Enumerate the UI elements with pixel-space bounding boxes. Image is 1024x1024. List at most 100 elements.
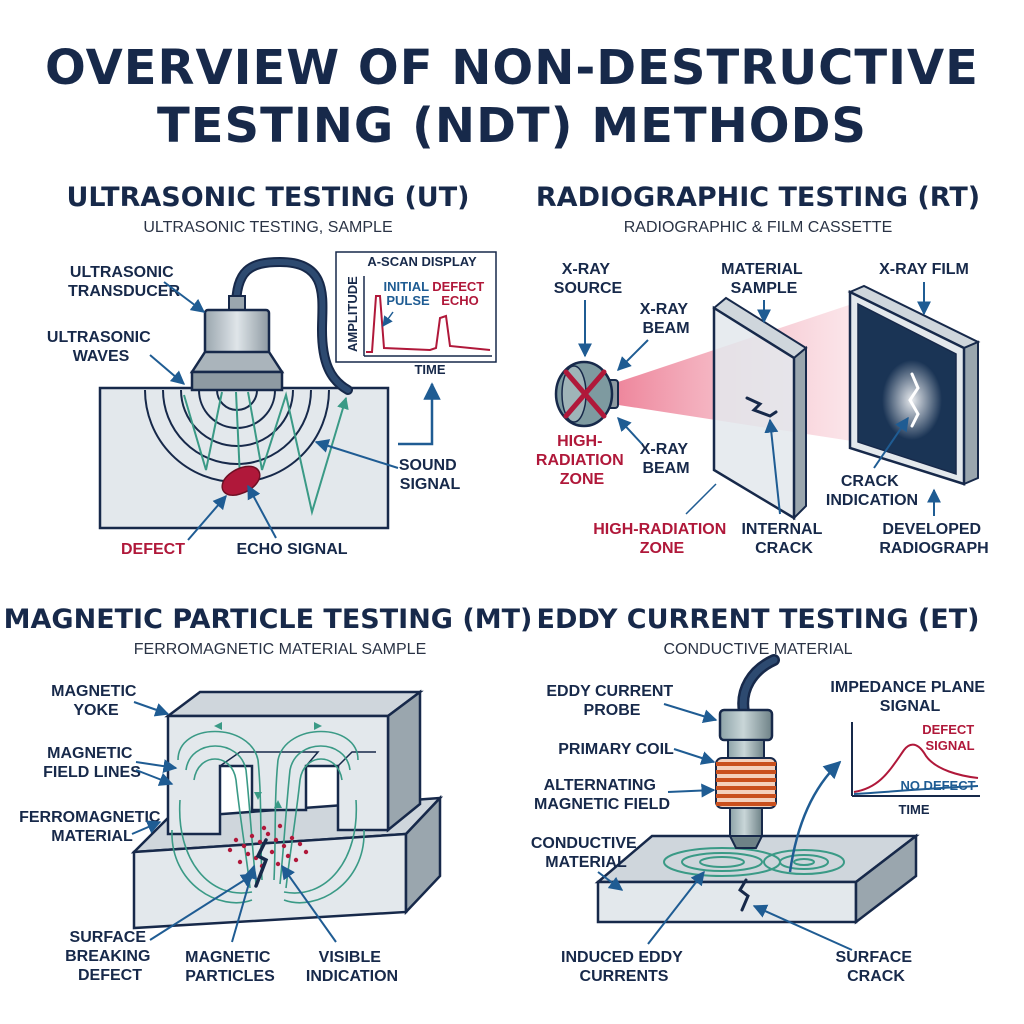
mt-heading: MAGNETIC PARTICLE TESTING (MT) bbox=[4, 604, 533, 635]
mt-visible-label-2: INDICATION bbox=[306, 968, 398, 985]
et-no-defect-label: NO DEFECT bbox=[900, 778, 975, 793]
rt-crack-indication-label-2: INDICATION bbox=[826, 492, 918, 509]
mt-surface-defect bbox=[254, 838, 269, 888]
svg-text:DEFECT SIGNAL: DEFECT SIGNAL bbox=[922, 722, 978, 753]
rt-high-radiation-center-1: HIGH-RADIATION bbox=[593, 521, 726, 538]
mt-visible-label-1: VISIBLE bbox=[319, 949, 382, 966]
svg-text:HIGH-RADIATION ZONE: HIGH-RADIATION ZONE bbox=[593, 521, 730, 557]
rt-source-label-2: SOURCE bbox=[554, 280, 623, 297]
et-subtitle: CONDUCTIVE MATERIAL bbox=[663, 641, 852, 658]
svg-text:X-RAY BEAM: X-RAY BEAM bbox=[640, 441, 692, 477]
et-probe-label-2: PROBE bbox=[584, 702, 641, 719]
et-time-label: TIME bbox=[898, 802, 929, 817]
mt-particles-label-2: PARTICLES bbox=[185, 968, 275, 985]
ut-sound-signal-label-1: SOUND bbox=[399, 457, 457, 474]
mt-field-lines-label-2: FIELD LINES bbox=[43, 764, 141, 781]
rt-high-radiation-left-2: RADIATION bbox=[536, 452, 624, 469]
mt-ferro-label-2: MATERIAL bbox=[51, 828, 133, 845]
ut-initial-pulse-label-2: PULSE bbox=[386, 293, 430, 308]
et-defect-signal-curve bbox=[853, 743, 979, 793]
ut-ascan-trace bbox=[366, 295, 491, 353]
svg-text:CRACK INDICATION: CRACK INDICATION bbox=[826, 473, 918, 509]
et-defect-signal-label-2: SIGNAL bbox=[925, 738, 974, 753]
svg-text:DEFECT ECHO: DEFECT ECHO bbox=[432, 279, 488, 308]
svg-text:FERROMAGNETIC MATERIAL: FERROMAGNETIC MATERIAL bbox=[19, 809, 165, 845]
et-induced-label-1: INDUCED EDDY bbox=[561, 949, 683, 966]
rt-high-radiation-center-2: ZONE bbox=[640, 540, 685, 557]
ut-ascan-title: A-SCAN DISPLAY bbox=[367, 254, 477, 269]
rt-material-label-1: MATERIAL bbox=[721, 261, 803, 278]
rt-film-cassette bbox=[847, 284, 981, 486]
svg-text:MAGNETIC YOKE: MAGNETIC YOKE bbox=[51, 683, 141, 719]
et-eddy-currents bbox=[663, 847, 845, 877]
mt-yoke-label-1: MAGNETIC bbox=[51, 683, 137, 700]
svg-text:INTERNAL CRACK: INTERNAL CRACK bbox=[741, 521, 826, 557]
svg-text:MAGNETIC PARTICLES: MAGNETIC PARTICLES bbox=[185, 949, 275, 985]
et-induced-label-2: CURRENTS bbox=[580, 968, 669, 985]
ut-ascan-ylabel: AMPLITUDE bbox=[345, 276, 360, 352]
et-plot-title-1: IMPEDANCE PLANE bbox=[830, 679, 985, 696]
ut-transducer-label-1: ULTRASONIC bbox=[70, 264, 174, 281]
rt-crack-indication bbox=[908, 372, 920, 428]
mt-yoke-label-2: YOKE bbox=[73, 702, 119, 719]
ut-transducer bbox=[189, 295, 285, 392]
mt-field-lines bbox=[171, 730, 365, 904]
ut-defect-echo-label-2: ECHO bbox=[441, 293, 479, 308]
mt-field-lines-label-1: MAGNETIC bbox=[47, 745, 133, 762]
ut-defect-echo-label-1: DEFECT bbox=[432, 279, 484, 294]
ut-waves-label-2: WAVES bbox=[73, 348, 130, 365]
et-probe-label-1: EDDY CURRENT bbox=[546, 683, 673, 700]
mt-particles-label-1: MAGNETIC bbox=[185, 949, 271, 966]
mt-ferromagnetic-plate bbox=[130, 794, 444, 930]
rt-panel: RADIOGRAPHIC TESTING (RT) RADIOGRAPHIC &… bbox=[536, 182, 989, 557]
rt-subtitle: RADIOGRAPHIC & FILM CASSETTE bbox=[624, 219, 892, 236]
mt-subtitle: FERROMAGNETIC MATERIAL SAMPLE bbox=[134, 641, 426, 658]
mt-ferro-label-1: FERROMAGNETIC bbox=[19, 809, 161, 826]
svg-text:X-RAY BEAM: X-RAY BEAM bbox=[640, 301, 692, 337]
ut-ascan-display: A-SCAN DISPLAY AMPLITUDE TIME INITIAL PU… bbox=[335, 251, 497, 377]
rt-beam-top-label-2: BEAM bbox=[642, 320, 689, 337]
et-heading: EDDY CURRENT TESTING (ET) bbox=[537, 604, 980, 635]
ut-sound-signal-label-2: SIGNAL bbox=[400, 476, 461, 493]
svg-text:ULTRASONIC TRANSDUCER: ULTRASONIC TRANSDUCER bbox=[68, 264, 180, 300]
page-title-line-2: TESTING (NDT) METHODS bbox=[156, 98, 867, 154]
rt-developed-label-2: RADIOGRAPH bbox=[879, 540, 988, 557]
svg-text:SURFACE BREAKING D: SURFACE BREAKING DEFECT bbox=[65, 929, 155, 984]
ut-echo-signal-label: ECHO SIGNAL bbox=[236, 541, 347, 558]
mt-magnetic-yoke bbox=[164, 689, 424, 836]
rt-beam-top-label-1: X-RAY bbox=[640, 301, 689, 318]
et-impedance-plot: IMPEDANCE PLANE SIGNAL DEFECT SIGNAL NO … bbox=[830, 679, 989, 817]
svg-text:CONDUCTIVE MATERIAL: CONDUCTIVE MATERIAL bbox=[531, 835, 641, 871]
mt-surface-defect-label-3: DEFECT bbox=[78, 967, 142, 984]
svg-text:IMPEDANCE PLANE SIGNAL: IMPEDANCE PLANE SIGNAL bbox=[830, 679, 989, 715]
et-panel: EDDY CURRENT TESTING (ET) CONDUCTIVE MAT… bbox=[531, 604, 989, 985]
svg-text:MATERIAL SAMPLE: MATERIAL SAMPLE bbox=[721, 261, 807, 297]
mt-surface-defect-label-2: BREAKING bbox=[65, 948, 150, 965]
ut-transducer-label-2: TRANSDUCER bbox=[68, 283, 180, 300]
ut-sound-paths bbox=[183, 391, 349, 516]
rt-source-label-1: X-RAY bbox=[562, 261, 611, 278]
et-crack-label-1: SURFACE bbox=[836, 949, 913, 966]
ut-waves-label-1: ULTRASONIC bbox=[47, 329, 151, 346]
rt-beam-bottom-label-1: X-RAY bbox=[640, 441, 689, 458]
et-field-label-1: ALTERNATING bbox=[544, 777, 656, 794]
et-plot-title-2: SIGNAL bbox=[880, 698, 941, 715]
ut-initial-pulse-label-1: INITIAL bbox=[384, 279, 430, 294]
svg-text:VISIBLE INDICATION: VISIBLE INDICATION bbox=[306, 949, 398, 985]
rt-material-label-2: SAMPLE bbox=[731, 280, 798, 297]
svg-text:EDDY CURRENT PROBE: EDDY CURRENT PROBE bbox=[546, 683, 677, 719]
ut-defect-label: DEFECT bbox=[121, 541, 185, 558]
mt-surface-defect-label-1: SURFACE bbox=[70, 929, 147, 946]
ut-subtitle: ULTRASONIC TESTING, SAMPLE bbox=[143, 219, 392, 236]
rt-internal-crack bbox=[745, 396, 778, 418]
rt-film-label: X-RAY FILM bbox=[879, 261, 969, 278]
svg-text:HIGH- RADIATION ZO: HIGH- RADIATION ZONE bbox=[536, 433, 628, 488]
et-coil-label: PRIMARY COIL bbox=[558, 741, 674, 758]
svg-text:MAGNETIC FIELD LINES: MAGNETIC FIELD LINES bbox=[43, 745, 141, 781]
rt-high-radiation-left-1: HIGH- bbox=[557, 433, 602, 450]
ut-panel: ULTRASONIC TESTING (UT) ULTRASONIC TESTI… bbox=[47, 182, 497, 558]
svg-text:INDUCED EDDY CURRENTS: INDUCED EDDY CURRENTS bbox=[561, 949, 687, 985]
svg-text:SOUND SIGNAL: SOUND SIGNAL bbox=[399, 457, 461, 493]
et-no-defect-curve bbox=[853, 785, 979, 795]
rt-internal-crack-label-2: CRACK bbox=[755, 540, 813, 557]
